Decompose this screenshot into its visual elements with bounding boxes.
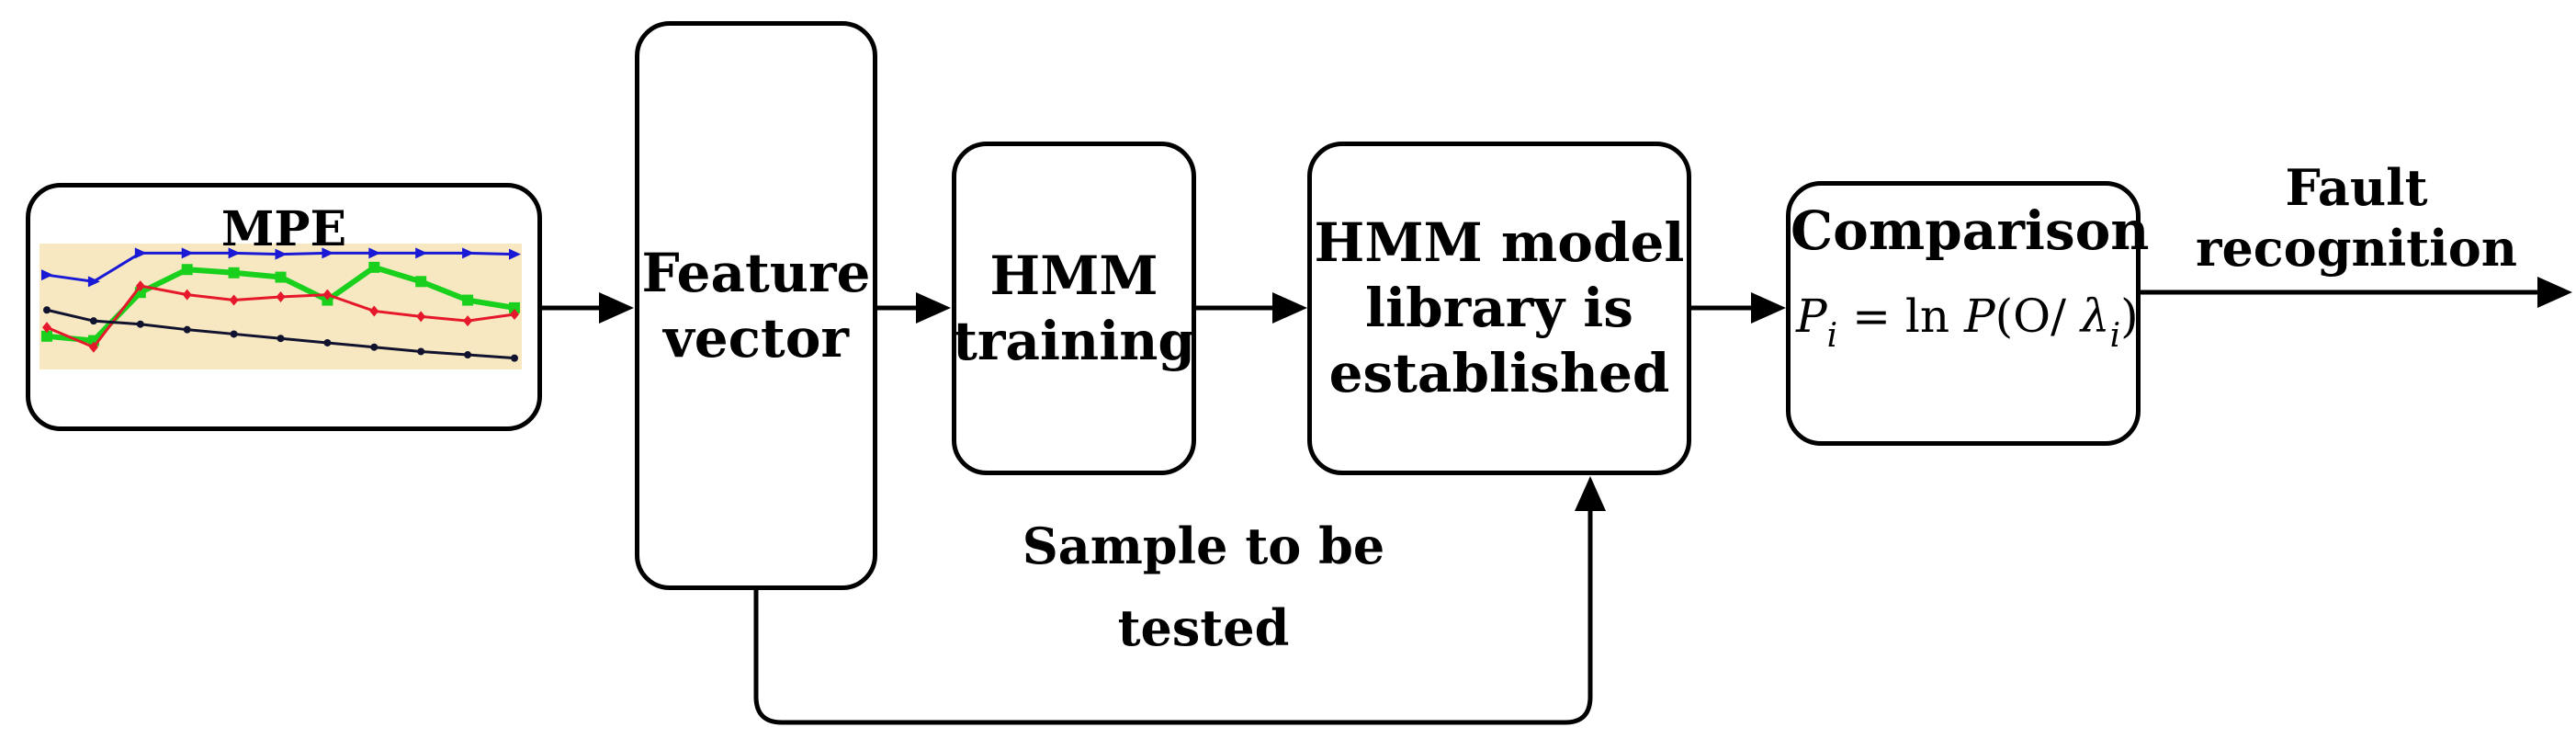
mpe-series-2-marker-0 bbox=[42, 322, 51, 334]
formula-lambda: λ bbox=[2080, 290, 2110, 343]
mpe-series-2-marker-8 bbox=[416, 311, 426, 323]
arrow-library-to-comparison bbox=[1691, 292, 1786, 324]
fault-line2: recognition bbox=[2196, 218, 2517, 278]
mpe-thumbnail-plot bbox=[40, 244, 522, 369]
mpe-series-0-marker-1 bbox=[87, 276, 100, 288]
hmm-training-line2: training bbox=[953, 309, 1195, 372]
arrow-feature-to-training bbox=[877, 292, 951, 324]
hmm-training-node: HMM training bbox=[952, 142, 1196, 475]
mpe-series-0-marker-2 bbox=[134, 247, 147, 259]
mpe-series-2-marker-4 bbox=[229, 294, 239, 306]
mpe-series-2-marker-6 bbox=[322, 289, 333, 301]
mpe-series-2-marker-9 bbox=[463, 315, 473, 327]
mpe-series-2-marker-10 bbox=[510, 309, 519, 321]
arrow-comparison-to-output bbox=[2141, 277, 2572, 308]
hmm-model-library-node: HMM model library is established bbox=[1307, 142, 1691, 475]
feature-vector-node: Feature vector bbox=[635, 21, 877, 590]
mpe-series-3-marker-4 bbox=[230, 330, 238, 338]
mpe-series-0-marker-8 bbox=[415, 247, 428, 259]
mpe-series-3-marker-7 bbox=[370, 343, 378, 351]
mpe-series-2-marker-2 bbox=[135, 280, 145, 292]
comparison-node: Comparison Pi = ln P(O/ λi) bbox=[1786, 181, 2150, 446]
mpe-title: MPE bbox=[220, 201, 347, 257]
mpe-series-0-marker-7 bbox=[368, 247, 381, 259]
mpe-series-1-marker-9 bbox=[462, 294, 474, 306]
arrow-sample-feedback bbox=[753, 476, 1606, 725]
mpe-series-1-marker-8 bbox=[415, 276, 427, 288]
mpe-series-3-marker-10 bbox=[511, 354, 518, 362]
mpe-series-3-marker-2 bbox=[136, 320, 144, 328]
mpe-series-3-marker-0 bbox=[43, 306, 51, 314]
fault-recognition-label: Fault recognition bbox=[2141, 158, 2572, 279]
mpe-series-1-marker-3 bbox=[181, 264, 193, 276]
mpe-series-3-marker-3 bbox=[183, 325, 191, 334]
formula-i: i bbox=[1826, 317, 1838, 355]
formula-i2: i bbox=[2109, 317, 2121, 355]
mpe-series-0-marker-0 bbox=[41, 269, 53, 281]
mpe-series-0-marker-5 bbox=[275, 248, 288, 260]
hmm-training-line1: HMM bbox=[989, 244, 1158, 307]
arrow-training-to-library bbox=[1196, 292, 1307, 324]
mpe-series-2-marker-7 bbox=[369, 305, 379, 317]
mpe-series-3-marker-5 bbox=[277, 335, 285, 343]
feature-vector-line1: Feature bbox=[641, 241, 871, 304]
mpe-series-0-marker-4 bbox=[228, 247, 241, 259]
library-line2: library is bbox=[1365, 277, 1633, 340]
fault-line1: Fault bbox=[2285, 158, 2428, 217]
library-line3: established bbox=[1328, 341, 1670, 404]
sample-line1: Sample to be bbox=[1022, 517, 1385, 575]
mpe-node: MPE bbox=[26, 183, 542, 431]
sample-to-be-tested-label: Sample to be tested bbox=[974, 506, 1433, 669]
mpe-series-0-marker-6 bbox=[322, 247, 334, 259]
mpe-series-2-marker-1 bbox=[88, 341, 98, 353]
mpe-series-2-marker-5 bbox=[276, 290, 286, 302]
mpe-series-1-marker-5 bbox=[275, 271, 287, 283]
mpe-series-1-marker-10 bbox=[509, 301, 520, 313]
formula-p: P bbox=[1796, 290, 1827, 343]
feature-vector-line2: vector bbox=[663, 306, 849, 369]
probability-formula: Pi = ln P(O/ λi) bbox=[1796, 289, 2139, 357]
formula-close: ) bbox=[2120, 290, 2139, 343]
mpe-series-1-marker-7 bbox=[368, 261, 380, 273]
formula-p2: P bbox=[1963, 290, 1995, 343]
mpe-series-1-marker-4 bbox=[228, 267, 240, 278]
mpe-series-0-marker-9 bbox=[462, 247, 475, 259]
mpe-series-1-marker-0 bbox=[41, 330, 52, 342]
mpe-series-3-marker-1 bbox=[89, 317, 97, 325]
sample-line2: tested bbox=[1117, 598, 1290, 658]
mpe-series-3-marker-9 bbox=[464, 351, 472, 359]
library-line1: HMM model bbox=[1314, 211, 1685, 275]
mpe-series-2-marker-3 bbox=[182, 289, 192, 301]
arrow-mpe-to-feature bbox=[542, 292, 634, 324]
formula-open: (O/ bbox=[1994, 290, 2081, 343]
mpe-series-0-marker-10 bbox=[509, 248, 521, 260]
mpe-series-3-marker-8 bbox=[417, 347, 425, 356]
mpe-series-0-marker-3 bbox=[181, 247, 194, 259]
comparison-title: Comparison bbox=[1791, 199, 2150, 262]
mpe-series-3-marker-6 bbox=[323, 338, 332, 347]
formula-eq: = ln bbox=[1837, 290, 1964, 343]
